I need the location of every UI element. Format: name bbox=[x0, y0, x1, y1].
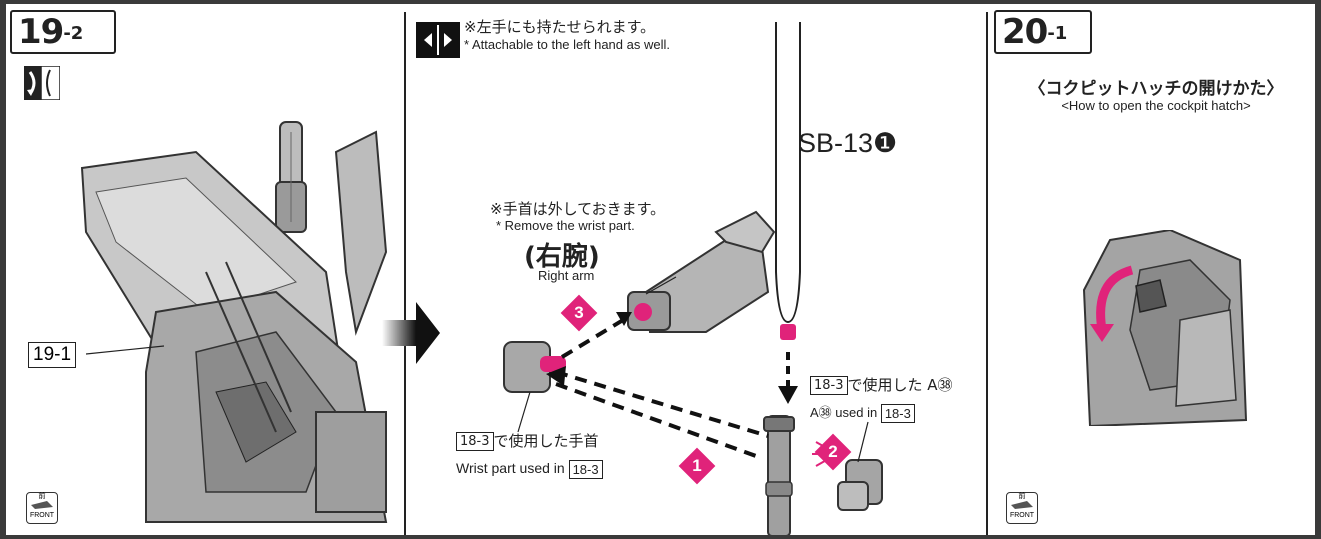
wrist-used-en-ref: 18-3 bbox=[568, 460, 603, 479]
part-label-sb-13: SB-13❶ bbox=[798, 128, 898, 158]
step-20-1-label: 20-1 bbox=[994, 10, 1092, 54]
divider-left bbox=[404, 12, 406, 535]
front-en-text: FRONT bbox=[29, 512, 55, 519]
front-direction-icon: 前 FRONT bbox=[26, 492, 58, 524]
wrist-note-jp: ※手首は外しておきます。 bbox=[490, 200, 666, 218]
left-hand-note-en: * Attachable to the left hand as well. bbox=[464, 37, 670, 52]
front-jp-text-right: 前 bbox=[1018, 493, 1026, 500]
next-step-arrow-icon bbox=[382, 302, 440, 364]
step-number: 19 bbox=[18, 12, 64, 52]
rotate-view-icon bbox=[24, 65, 61, 101]
right-arm-label-jp: (右腕) bbox=[524, 242, 600, 272]
badge-1-text: 1 bbox=[692, 456, 702, 475]
step-19-2-label: 19-2 bbox=[10, 10, 116, 54]
wrist-used-en-label: Wrist part used in 18-3 bbox=[456, 460, 603, 479]
badge-3-text: 3 bbox=[574, 303, 584, 322]
instruction-page: 19-2 19-1 前 FRONT bbox=[6, 4, 1315, 535]
cockpit-title-en: <How to open the cockpit hatch> bbox=[1061, 98, 1251, 113]
reference-step-19-1: 19-1 bbox=[28, 342, 77, 368]
open-hatch-arrow-icon bbox=[1096, 265, 1134, 331]
step-number-20: 20 bbox=[1002, 12, 1048, 52]
front-jp-text: 前 bbox=[38, 493, 46, 500]
divider-right bbox=[986, 12, 988, 535]
assembly-illustration bbox=[503, 22, 883, 535]
a38-used-jp: で使用した A㊳ bbox=[847, 376, 953, 394]
wing-assembly-illustration bbox=[80, 121, 388, 523]
wrist-note-en: * Remove the wrist part. bbox=[496, 218, 635, 233]
cockpit-hatch-illustration bbox=[1082, 230, 1248, 426]
step-badge-2: 2 bbox=[814, 433, 852, 471]
a38-ref-step: 18-3 bbox=[810, 376, 848, 395]
a38-used-en: A㊳ used in bbox=[810, 405, 878, 420]
a38-used-en-ref: 18-3 bbox=[880, 404, 915, 424]
wrist-used-jp: で使用した手首 bbox=[493, 432, 599, 450]
wrist-ref-step: 18-3 bbox=[456, 432, 494, 451]
step-badge-1: 1 bbox=[678, 447, 716, 485]
wrist-used-en: Wrist part used in bbox=[456, 460, 565, 477]
step-sub-20: -1 bbox=[1047, 23, 1068, 44]
badge-2-text: 2 bbox=[828, 442, 838, 461]
right-arm-label-en: Right arm bbox=[538, 268, 595, 283]
a38-used-en-label: A㊳ used in 18-3 bbox=[810, 402, 915, 424]
left-hand-note-jp: ※左手にも持たせられます。 bbox=[464, 18, 656, 36]
cockpit-title-jp: 〈コクピットハッチの開けかた〉 bbox=[1028, 79, 1284, 99]
front-direction-icon-right: 前 FRONT bbox=[1006, 492, 1038, 524]
leader-line bbox=[86, 345, 165, 355]
step-badge-3: 3 bbox=[560, 294, 598, 332]
down-arrow-icon bbox=[778, 386, 798, 404]
mirror-swap-icon bbox=[416, 22, 460, 58]
front-en-text-right: FRONT bbox=[1009, 512, 1035, 519]
step-sub: -2 bbox=[63, 23, 84, 44]
